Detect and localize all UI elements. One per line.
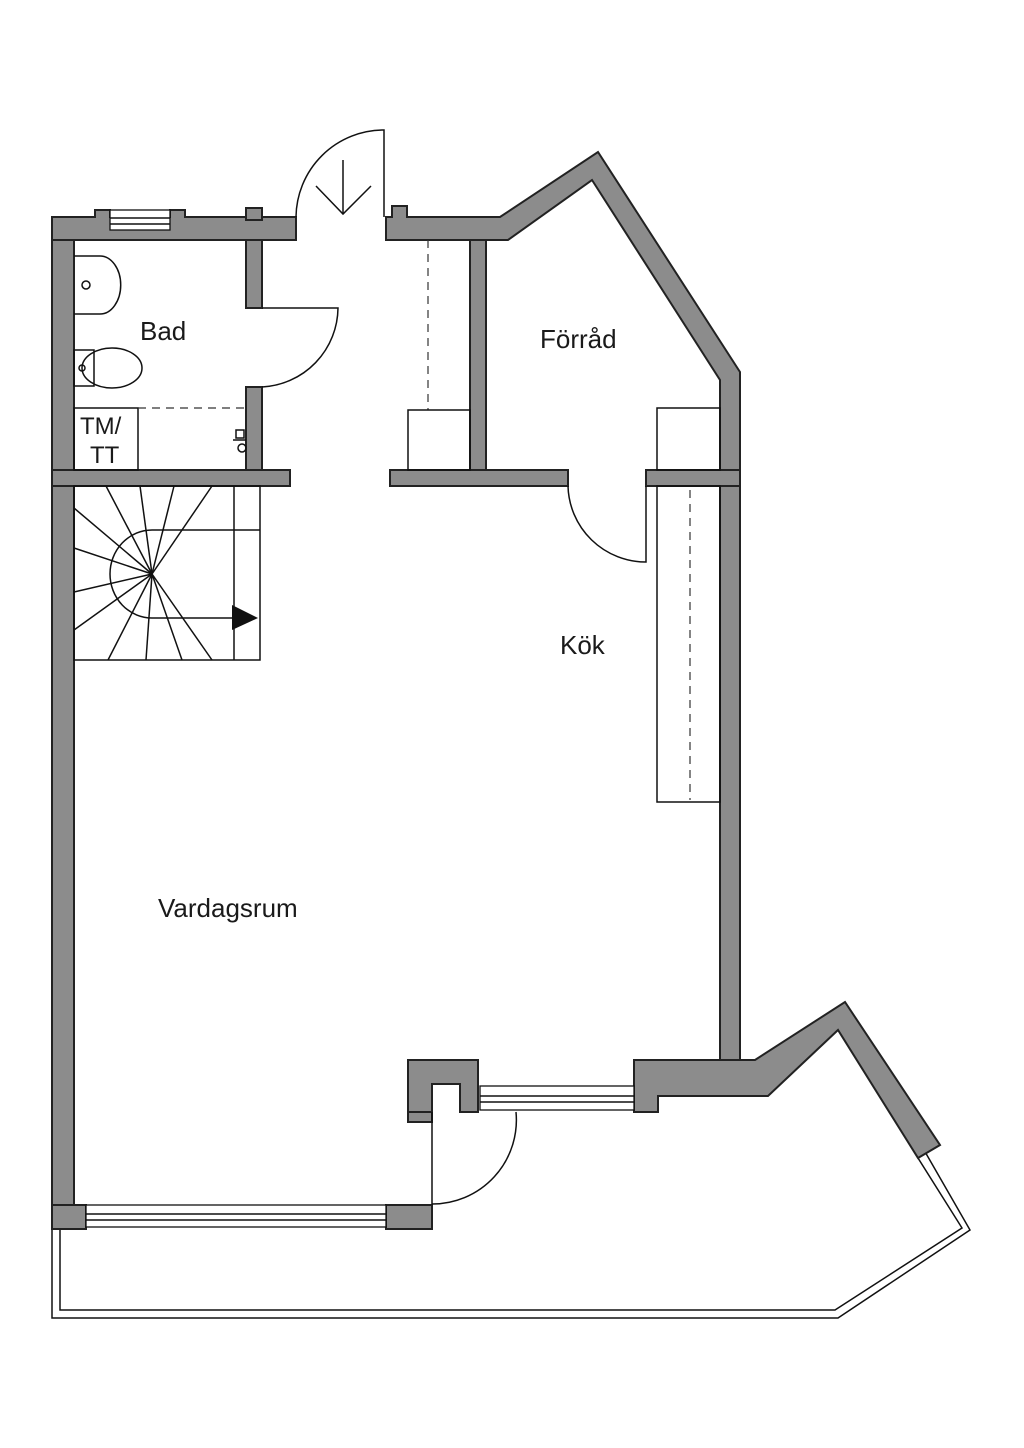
staircase	[73, 485, 261, 661]
room-label-vardagsrum: Vardagsrum	[158, 893, 298, 923]
fixture-label-tm: TM/	[80, 413, 122, 440]
fixture-label-tt: TT	[90, 442, 120, 469]
kitchen-counter	[656, 485, 721, 803]
washer-box	[73, 407, 139, 471]
shower-icon	[233, 429, 247, 453]
bathroom-door	[261, 307, 339, 388]
toilet-icon	[81, 347, 143, 389]
stair-direction-arrow	[232, 605, 258, 630]
bathroom-fixtures	[73, 255, 247, 471]
balcony-door	[431, 1111, 518, 1205]
balcony-outline	[51, 1148, 972, 1319]
room-label-kok: Kök	[560, 630, 606, 660]
storage-cabinet	[656, 407, 721, 471]
storage-door	[567, 485, 647, 563]
entrance-door	[295, 129, 385, 218]
hall-cabinet	[407, 409, 471, 471]
windows	[85, 209, 635, 1228]
room-label-forrad: Förråd	[540, 324, 617, 354]
sink-icon	[74, 255, 122, 315]
room-label-bad: Bad	[140, 316, 186, 346]
walls	[51, 150, 942, 1230]
